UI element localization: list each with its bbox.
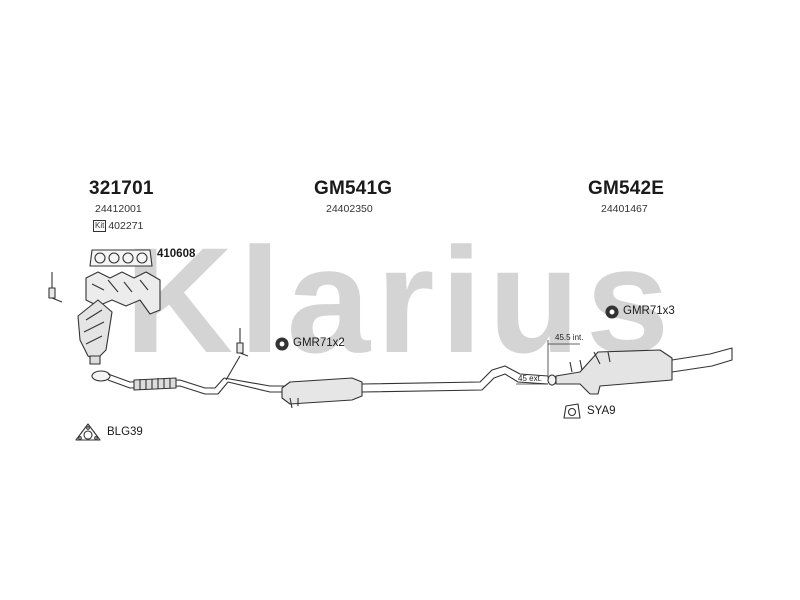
dimension-internal: 45.5 int. [555, 333, 584, 342]
manifold-gasket-icon [89, 249, 153, 267]
mount-rubber-rear-icon [605, 305, 619, 319]
middle-silencer-icon [223, 365, 549, 409]
flange-gasket-icon [75, 423, 101, 441]
dimension-lines [516, 340, 580, 385]
front-pipe-icon [91, 370, 229, 395]
middle-part-number: GM541G [314, 178, 393, 199]
flange-code: BLG39 [107, 426, 143, 438]
kit-number: 402271 [108, 220, 144, 232]
catalytic-converter-icon [77, 299, 113, 365]
mount-middle-code: GMR71x2 [293, 337, 345, 349]
rear-silencer-icon [547, 347, 733, 395]
clamp-code: SYA9 [587, 405, 616, 417]
rear-oem-number: 24401467 [601, 203, 648, 215]
lambda-sensor-front-icon [48, 272, 63, 303]
mount-rubber-middle-icon [275, 337, 289, 351]
dimension-external: 45 ext. [518, 374, 543, 383]
lambda-sensor-rear-icon [225, 328, 249, 381]
watermark-text: Klarius [125, 216, 676, 384]
rear-part-number: GM542E [588, 178, 665, 199]
middle-oem-number: 24402350 [326, 203, 373, 215]
gasket-code: 410608 [157, 248, 196, 260]
front-part-number: 321701 [89, 178, 154, 199]
front-oem-number: 24412001 [95, 203, 142, 215]
exhaust-clamp-icon [563, 403, 581, 419]
mount-rear-code: GMR71x3 [623, 305, 675, 317]
kit-badge: Kit [93, 220, 107, 233]
